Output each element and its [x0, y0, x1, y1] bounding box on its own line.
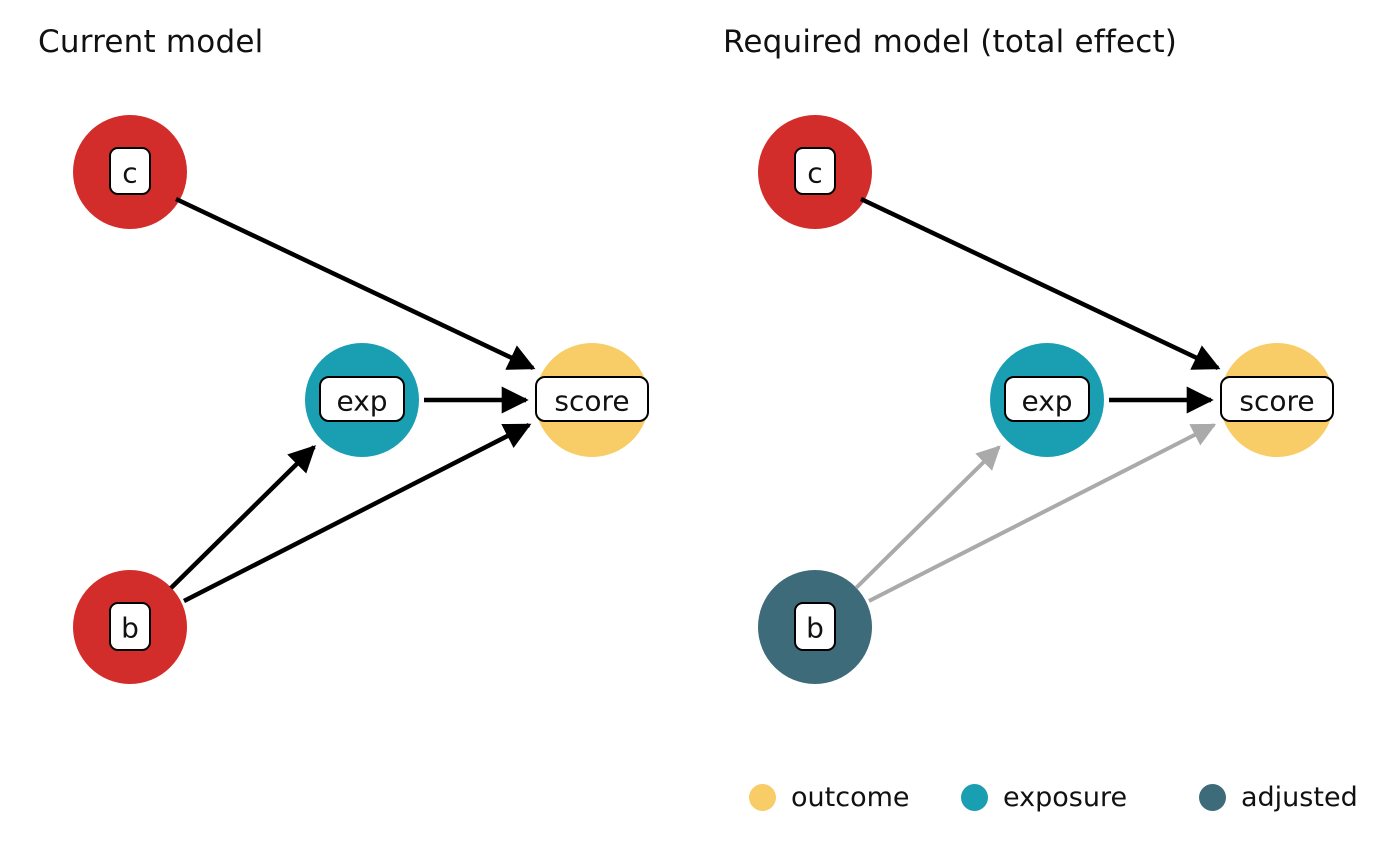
- node-exp-label-left: exp: [336, 385, 387, 418]
- node-exp-label-right: exp: [1021, 385, 1072, 418]
- node-score-label-left: score: [554, 385, 629, 418]
- edge-b-to-score-left: [182, 422, 532, 604]
- edge-c-to-score-left: [175, 196, 536, 371]
- legend-dot-exposure: [961, 784, 988, 811]
- node-score-label-box-right: [1220, 376, 1334, 422]
- node-b-label-left: b: [121, 612, 139, 645]
- legend: outcome exposure adjusted: [0, 782, 1400, 822]
- node-score-label-box-left: [535, 376, 649, 422]
- edge-b-to-exp-right: [854, 445, 1001, 590]
- legend-item-outcome: outcome: [749, 782, 910, 813]
- legend-dot-adjusted: [1199, 784, 1226, 811]
- legend-dot-outcome-icon: [749, 784, 776, 811]
- legend-dot-adjusted-icon: [1199, 784, 1226, 811]
- node-c-label-box-right: [794, 147, 836, 195]
- node-b-label-box-left: [109, 602, 151, 651]
- legend-label-exposure: exposure: [1003, 782, 1128, 813]
- legend-item-exposure: exposure: [961, 782, 1127, 813]
- legend-dot-exposure-icon: [961, 784, 988, 811]
- panel-title-required-model: Required model (total effect): [723, 24, 1178, 60]
- edge-b-to-exp-left: [169, 445, 316, 590]
- panel-required-model: c b exp score: [758, 115, 1334, 684]
- edge-c-to-score-right: [860, 196, 1221, 371]
- node-b-label-box-right: [794, 602, 836, 651]
- node-c-label-left: c: [122, 157, 137, 190]
- node-c-label-right: c: [807, 157, 822, 190]
- edge-b-to-score-right: [868, 423, 1217, 603]
- legend-label-outcome: outcome: [791, 782, 910, 813]
- legend-item-adjusted: adjusted: [1199, 782, 1358, 813]
- node-score-label-right: score: [1239, 385, 1314, 418]
- node-exp-label-box-left: [319, 376, 405, 422]
- panel-title-current-model: Current model: [38, 24, 264, 60]
- panel-current-model: c b exp score: [73, 115, 649, 684]
- dag-plot-area: c b exp score c b exp score: [73, 115, 1334, 684]
- node-c-label-box-left: [109, 147, 151, 195]
- legend-label-adjusted: adjusted: [1241, 782, 1358, 813]
- node-exp-label-box-right: [1004, 376, 1090, 422]
- legend-dot-outcome: [749, 784, 776, 811]
- node-b-label-right: b: [806, 612, 824, 645]
